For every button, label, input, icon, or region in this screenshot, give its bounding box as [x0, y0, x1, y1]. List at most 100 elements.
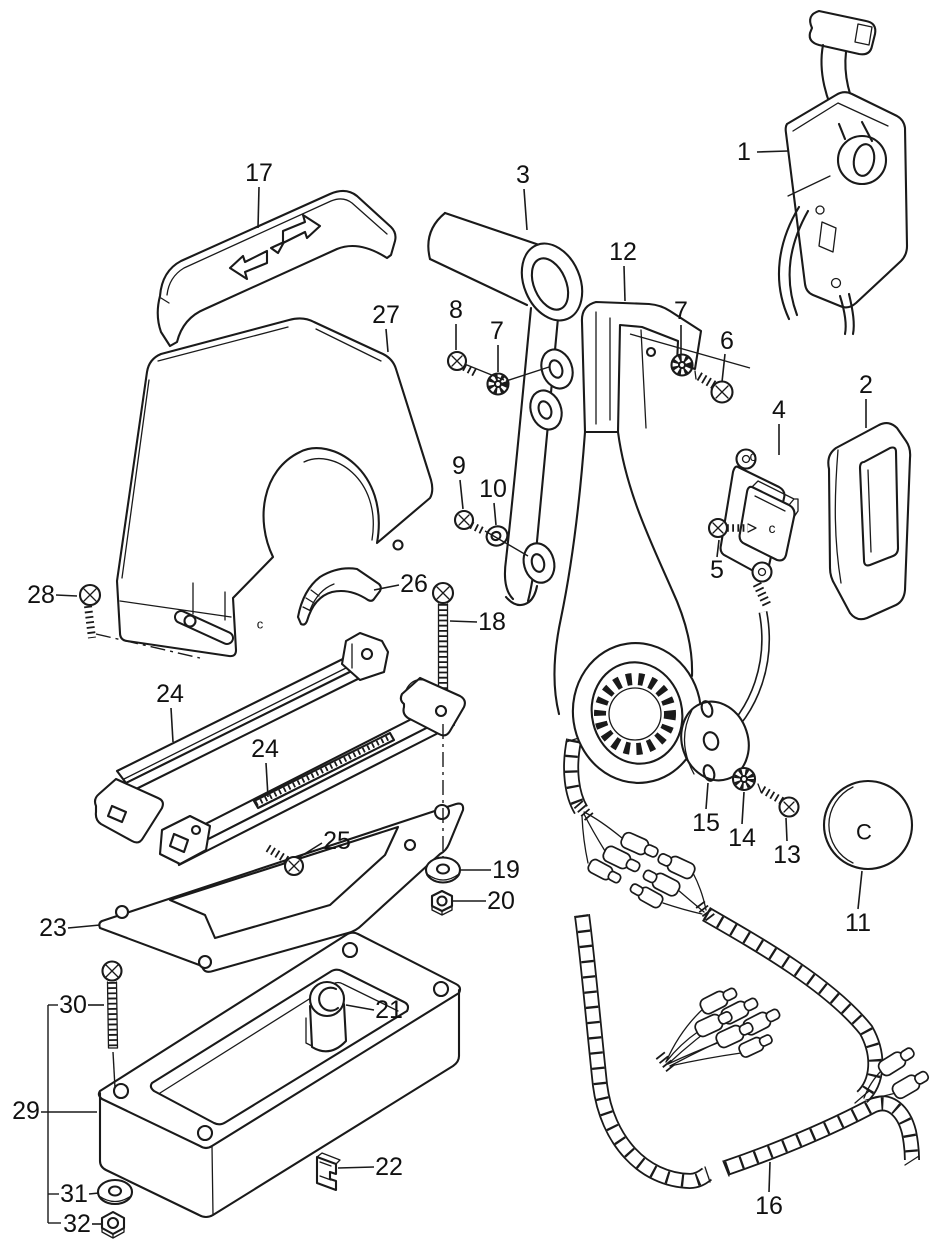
annotation-layer: 1234567789101112131415161718192021222324…	[12, 138, 873, 1238]
callout-leader-12	[623, 265, 626, 302]
part-label-10: 10	[479, 475, 507, 503]
screw-30-axis-line	[112, 1051, 116, 1089]
part-label-32: 32	[63, 1210, 91, 1238]
screw-28-axis-line	[95, 633, 201, 659]
callout-leader-3	[523, 188, 528, 231]
callout-leader-23	[67, 924, 101, 929]
part-label-8: 8	[449, 296, 463, 324]
part-26-clip	[296, 567, 382, 626]
part-label-26: 26	[400, 570, 428, 598]
callout-leader-21	[345, 1004, 375, 1011]
callout-leader-24	[265, 762, 269, 798]
part-label-19: 19	[492, 856, 520, 884]
part-label-7: 7	[674, 297, 688, 325]
part-7-lock-washer	[486, 372, 510, 396]
part-19-washer	[424, 856, 462, 884]
clip-mark: c	[769, 520, 776, 536]
part-21-pin	[305, 980, 348, 1053]
callout-leader-5	[716, 539, 720, 558]
part-15-disc-plate	[680, 700, 750, 782]
clip-mark: c	[257, 617, 264, 632]
triangle-icon	[269, 240, 286, 255]
part-27-housing-cover	[115, 317, 434, 658]
clip-mark: C	[856, 820, 872, 845]
callout-leader-17	[257, 186, 260, 229]
part-4-switch	[719, 448, 799, 609]
callout-leader-14	[741, 791, 745, 825]
part-label-31: 31	[60, 1180, 88, 1208]
callout-leader-25	[297, 842, 323, 859]
part-label-9: 9	[452, 452, 466, 480]
part-32-nut	[100, 1210, 126, 1239]
clip-mark: c	[750, 448, 757, 464]
part-28-screw	[78, 583, 102, 639]
part-14-lock-washer	[731, 766, 757, 792]
part-13-screw	[757, 783, 800, 818]
part-8-screw	[446, 350, 479, 378]
part-6-bolt	[694, 370, 734, 404]
callout-leader-18	[449, 620, 478, 623]
part-9-screw	[453, 509, 487, 536]
screw-9-axis-line	[484, 530, 529, 557]
part-label-15: 15	[692, 809, 720, 837]
rubber-mount	[540, 348, 574, 390]
part-label-3: 3	[516, 161, 530, 189]
part-31-washer	[96, 1178, 134, 1206]
part-29-spacer-tray	[97, 931, 462, 1219]
arrow-right-icon	[281, 213, 322, 245]
part-20-nut	[430, 889, 454, 916]
part-label-14: 14	[728, 824, 756, 852]
part-label-25: 25	[323, 827, 351, 855]
callout-leader-24	[170, 707, 174, 743]
part-11-round-cap	[822, 779, 914, 871]
part-label-13: 13	[773, 841, 801, 869]
callout-leader-11	[857, 870, 863, 910]
rubber-mount	[522, 542, 556, 584]
part-label-11: 11	[845, 909, 871, 937]
rubber-mount	[529, 389, 563, 431]
part-5-screw	[707, 517, 757, 539]
part-2-switch-cover	[827, 422, 912, 621]
callout-leader-13	[785, 817, 788, 842]
part-24-mounting-bracket-lower	[158, 676, 466, 867]
part-label-21: 21	[375, 996, 403, 1024]
washer-7-axis-line	[505, 366, 550, 382]
part-label-16: 16	[755, 1192, 783, 1220]
bolt-6-axis-line	[629, 333, 751, 369]
part-label-1: 1	[737, 138, 751, 166]
part-label-30: 30	[59, 991, 87, 1019]
part-17-upper-cover	[156, 189, 397, 348]
part-label-6: 6	[720, 327, 734, 355]
part-16-wire-harness	[563, 736, 930, 1190]
part-24-mounting-bracket-upper	[93, 631, 390, 844]
part-23-gasket-plate	[98, 802, 465, 973]
part-25-screw	[263, 843, 305, 877]
part-label-4: 4	[772, 396, 786, 424]
arrow-left-icon	[228, 249, 269, 281]
part-label-17: 17	[245, 159, 273, 187]
part-label-20: 20	[487, 887, 515, 915]
part-3-handle-grip	[427, 211, 584, 607]
screw-8-axis-line	[466, 364, 505, 381]
callout-leader-10	[493, 502, 497, 526]
callout-leader-27	[385, 328, 389, 353]
callout-leader-9	[459, 479, 464, 510]
part-label-29: 29	[12, 1097, 40, 1125]
part-label-2: 2	[859, 371, 873, 399]
part-label-22: 22	[375, 1153, 403, 1181]
part-label-7: 7	[490, 317, 504, 345]
callout-leader-16	[768, 1161, 771, 1193]
callout-leader-31	[88, 1192, 100, 1195]
part-10-washer	[485, 525, 509, 547]
part-22-clip	[315, 1152, 341, 1192]
bullet-terminals	[587, 831, 930, 1100]
callout-leader-28	[55, 594, 78, 597]
part-30-long-screw	[101, 960, 123, 1049]
callout-leader-26	[373, 584, 400, 591]
callout-leader-1	[756, 150, 789, 153]
part-1-remote-control-assembly	[777, 9, 909, 336]
part-label-27: 27	[372, 301, 400, 329]
callout-leader-22	[337, 1166, 375, 1169]
